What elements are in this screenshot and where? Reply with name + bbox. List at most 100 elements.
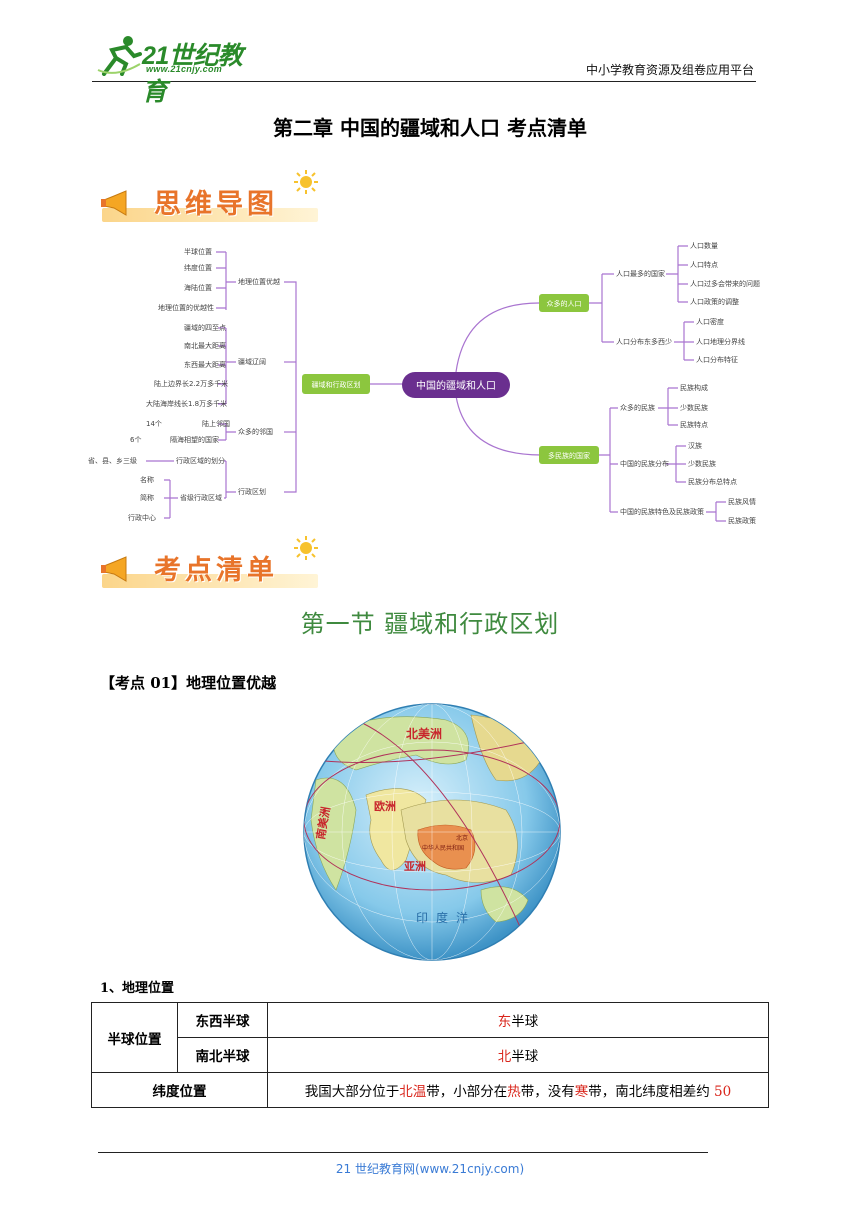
mm-item: 民族风情	[728, 497, 756, 506]
mm-item: 省级行政区域	[180, 493, 222, 502]
mm-item: 简称	[140, 493, 154, 502]
page-header: 21世纪教育 www.21cnjy.com 中小学教育资源及组卷应用平台	[92, 30, 756, 106]
document-title: 第二章 中国的疆域和人口 考点清单	[273, 116, 587, 140]
lat-answer: 热	[507, 1084, 521, 1100]
ew-value: 东半球	[267, 1002, 769, 1038]
mm-item: 省、县、乡三级	[88, 456, 137, 465]
mm-item: 行政中心	[128, 513, 156, 522]
logo-text: 21世纪教育	[142, 42, 243, 106]
mm-sub: 中国的民族特色及民族政策	[620, 507, 704, 516]
point-heading: 【考点 01】地理位置优越	[100, 674, 277, 692]
ns-suffix: 半球	[511, 1049, 539, 1065]
ns-value: 北半球	[267, 1037, 769, 1073]
mm-item: 疆域的四至点	[184, 323, 226, 332]
mm-item: 海陆位置	[184, 283, 212, 292]
mm-sub: 众多的民族	[620, 403, 655, 412]
mm-item: 少数民族	[688, 459, 716, 468]
globe-label-north-america: 北美洲	[406, 726, 442, 741]
logo-url: www.21cnjy.com	[146, 64, 223, 74]
branch-location: 地理位置优越	[238, 277, 280, 286]
mm-item: 民族构成	[680, 383, 708, 392]
mm-item: 地理位置的优越性	[158, 303, 214, 312]
mm-item: 民族特点	[680, 420, 708, 429]
mm-item: 人口数量	[690, 241, 718, 250]
runner-logo-icon	[97, 36, 142, 76]
subsection-heading: 1、地理位置	[100, 981, 175, 996]
mm-item: 名称	[140, 475, 154, 484]
lat-value: 我国大部分位于北温带，小部分在热带，没有寒带，南北纬度相差约 50	[267, 1072, 769, 1108]
ew-suffix: 半球	[511, 1014, 539, 1030]
platform-name: 中小学教育资源及组卷应用平台	[585, 63, 754, 77]
branch-neighbors: 众多的邻国	[238, 427, 273, 436]
table-row: 半球位置 东西半球 东半球	[91, 1002, 769, 1073]
hemisphere-label: 半球位置	[91, 1002, 178, 1073]
geo-position-table: 半球位置 东西半球 东半球 南北半球 北半球 纬度位置 我国大部分位于北温带，小…	[91, 1002, 769, 1108]
globe-label-south-america: 南美洲	[313, 806, 333, 841]
mind-map: 中国的疆域和人口 疆域和行政区划 地理位置优越 半球位置 纬度位置 海陆位置 地…	[88, 241, 760, 524]
footer-divider	[98, 1152, 708, 1153]
mm-item: 汉族	[688, 441, 702, 450]
mm-item: 南北最大距离	[184, 341, 226, 350]
globe-label-beijing: 北京	[456, 834, 468, 842]
section-title: 第一节 疆域和行政区划	[300, 610, 560, 638]
banner-bar	[102, 208, 318, 222]
mm-item: 人口特点	[690, 260, 718, 269]
mm-sub: 人口最多的国家	[616, 269, 665, 278]
globe-label-indian-ocean: 印度洋	[416, 910, 476, 925]
globe-label-asia: 亚洲	[404, 860, 426, 873]
branch-territory: 疆域辽阔	[238, 357, 266, 366]
globe-label-europe: 欧洲	[374, 799, 396, 813]
mm-item: 人口分布特征	[696, 355, 738, 364]
table-row: 南北半球 北半球	[92, 1037, 769, 1073]
banner-title: 考点清单	[154, 555, 278, 586]
lat-answer: 寒	[574, 1084, 589, 1100]
mm-item: 少数民族	[680, 403, 708, 412]
right-node-ethnic	[539, 446, 599, 464]
mm-item: 民族分布总特点	[688, 477, 737, 486]
mm-sub: 人口分布东多西少	[616, 337, 672, 346]
right-node-population	[539, 294, 589, 312]
lat-text: 带，小部分在	[426, 1084, 508, 1100]
mindmap-connectors	[146, 245, 726, 522]
branch-division: 行政区划	[238, 487, 266, 496]
table-row: 纬度位置 我国大部分位于北温带，小部分在热带，没有寒带，南北纬度相差约 50	[91, 1072, 769, 1108]
site-logo[interactable]: 21世纪教育 www.21cnjy.com	[92, 34, 262, 106]
banner-title: 思维导图	[154, 189, 278, 220]
mm-item: 陆上边界长2.2万多千米	[154, 379, 228, 388]
sun-icon	[294, 536, 318, 560]
mm-item: 民族政策	[728, 516, 756, 524]
right-node-population-label: 众多的人口	[547, 299, 582, 308]
right-node-ethnic-label: 多民族的国家	[548, 451, 590, 460]
ew-label: 东西半球	[177, 1002, 268, 1038]
mm-item: 人口政策的调整	[690, 297, 739, 306]
megaphone-icon	[101, 190, 127, 216]
lat-label: 纬度位置	[91, 1072, 268, 1108]
mm-item: 半球位置	[184, 247, 212, 256]
mm-sub: 中国的民族分布	[620, 459, 669, 468]
mm-count: 6个	[130, 436, 141, 444]
checklist-banner: 考点清单	[98, 536, 318, 594]
mm-item: 陆上邻国	[202, 419, 230, 428]
globe-map-image: 北美洲 南美洲 欧洲 亚洲 中华人民共和国 北京 印度洋	[303, 703, 561, 961]
footer-link[interactable]: 21 世纪教育网(www.21cnjy.com)	[335, 1162, 525, 1176]
mm-item: 人口密度	[696, 317, 724, 326]
ns-answer: 北	[497, 1049, 512, 1065]
megaphone-icon	[101, 556, 127, 582]
center-node-label: 中国的疆域和人口	[416, 379, 496, 392]
lat-text: 带，没有	[520, 1084, 575, 1100]
ns-label: 南北半球	[177, 1037, 268, 1073]
left-main-node	[302, 374, 370, 394]
lat-answer: 50	[714, 1084, 732, 1100]
lat-text: 我国大部分位于	[304, 1084, 400, 1100]
mm-item: 行政区域的划分	[176, 456, 225, 465]
mm-item: 东西最大距离	[184, 360, 226, 369]
mm-count: 14个	[146, 420, 162, 428]
left-main-label: 疆域和行政区划	[312, 380, 361, 389]
lat-answer: 北温	[399, 1084, 427, 1100]
mm-item: 隔海相望的国家	[170, 435, 219, 444]
lat-text: 带，南北纬度相差约	[588, 1084, 715, 1100]
ew-answer: 东	[497, 1014, 512, 1030]
center-node	[402, 372, 510, 398]
mm-item: 大陆海岸线长1.8万多千米	[146, 399, 227, 408]
mm-item: 纬度位置	[184, 263, 212, 272]
